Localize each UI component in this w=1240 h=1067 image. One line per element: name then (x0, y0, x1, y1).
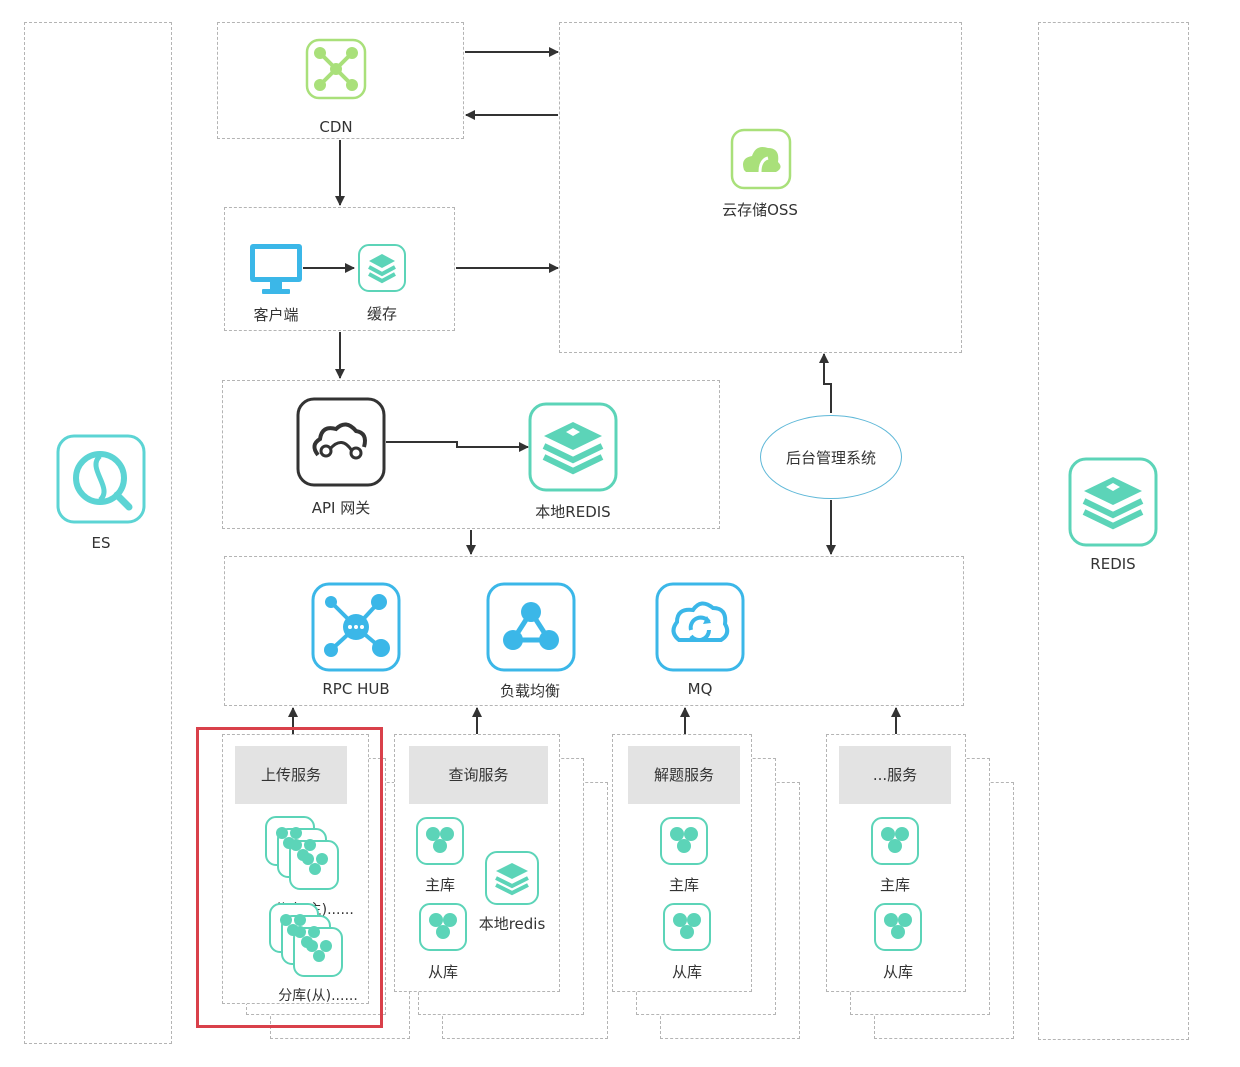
rpc-hub-label: RPC HUB (322, 680, 390, 698)
es-label: ES (91, 534, 111, 552)
admin-system-label: 后台管理系统 (785, 448, 876, 467)
monitor-icon (250, 244, 302, 294)
database-icon (416, 817, 464, 865)
other-master-label: 主库 (879, 876, 911, 894)
network-icon (305, 38, 367, 100)
cache-label: 缓存 (366, 305, 398, 323)
layers-icon (485, 851, 539, 905)
client-label: 客户端 (253, 306, 299, 324)
upload-slave-label: 分库(从)...... (278, 988, 358, 1004)
database-icon (874, 903, 922, 951)
share-icon (486, 582, 576, 672)
database-icon (269, 903, 343, 977)
query-service-title: 查询服务 (409, 746, 548, 804)
gateway-to-redis-arrow (386, 441, 529, 452)
query-master-label: 主库 (424, 876, 456, 894)
admin-to-oss-arrow (819, 353, 832, 413)
database-icon (871, 817, 919, 865)
local-redis-icon (528, 402, 618, 492)
other-slave-label: 从库 (882, 963, 914, 981)
search-icon (56, 434, 146, 524)
solve-master-label: 主库 (668, 876, 700, 894)
load-balance-label: 负载均衡 (499, 682, 561, 700)
local-redis-label: 本地REDIS (535, 503, 611, 521)
upload-service-highlight (196, 727, 383, 1028)
database-icon (663, 903, 711, 951)
es-column (24, 22, 172, 1044)
upload-service-title: 上传服务 (235, 746, 347, 804)
database-icon (265, 816, 339, 890)
cloud-sync-icon (655, 582, 745, 672)
database-icon (660, 817, 708, 865)
hub-icon (311, 582, 401, 672)
other-service-title: ...服务 (839, 746, 951, 804)
api-gateway-label: API 网关 (311, 499, 371, 517)
redis-label: REDIS (1090, 555, 1136, 573)
query-slave-label: 从库 (427, 963, 459, 981)
cloud-link-icon (296, 397, 386, 487)
query-local-redis-label: 本地redis (478, 915, 546, 933)
cloud-icon (730, 128, 792, 190)
redis-icon (1068, 457, 1158, 547)
layers-icon (358, 244, 406, 292)
solve-slave-label: 从库 (671, 963, 703, 981)
oss-label: 云存储OSS (722, 201, 798, 219)
mq-label: MQ (687, 680, 713, 698)
solve-service-title: 解题服务 (628, 746, 740, 804)
cdn-label: CDN (319, 118, 353, 136)
database-icon (419, 903, 467, 951)
admin-system-node: 后台管理系统 (760, 415, 902, 499)
